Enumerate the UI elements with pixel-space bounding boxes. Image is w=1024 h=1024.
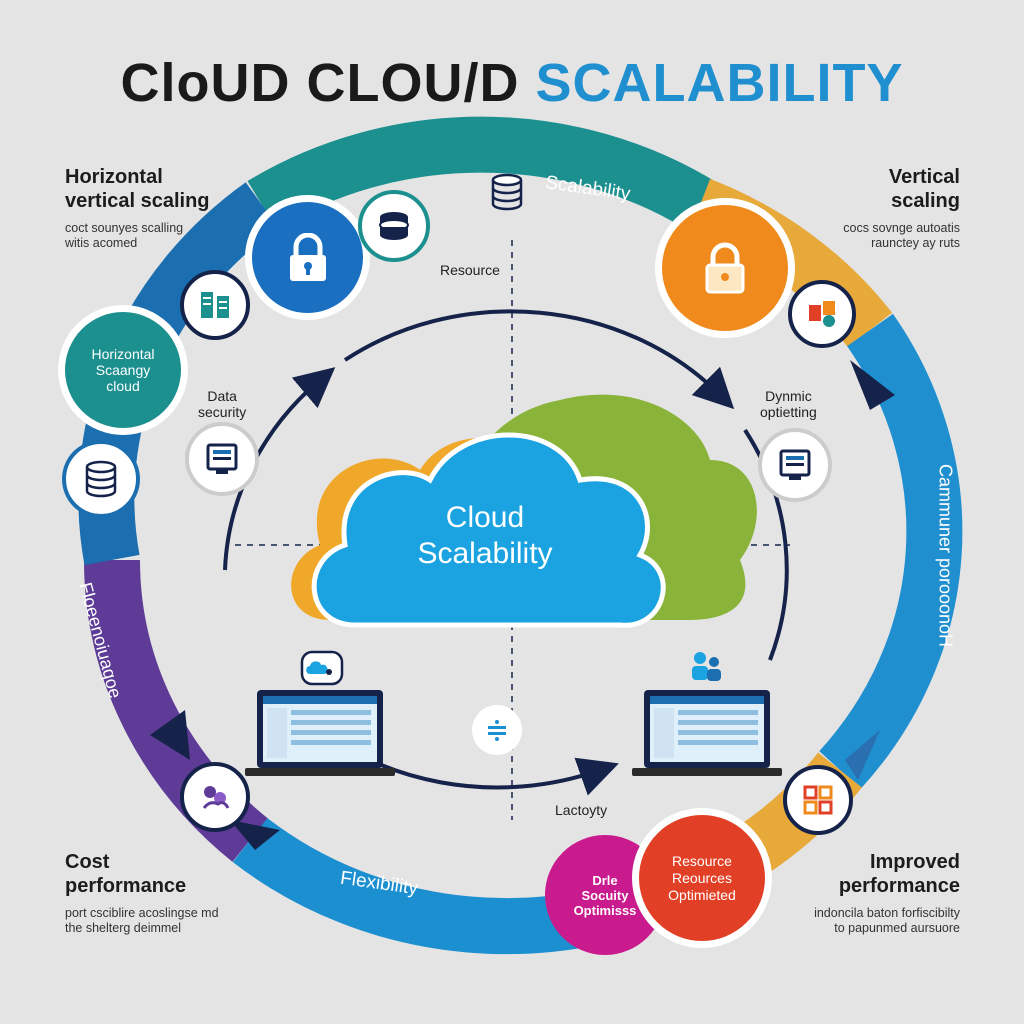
database-icon <box>379 212 409 240</box>
people-badge-right <box>788 280 856 348</box>
label-latency: Lactoyty <box>555 802 608 818</box>
org-badge-left <box>180 762 250 832</box>
ring-segment-blue-right <box>819 313 963 789</box>
monitor-icon <box>779 449 811 480</box>
database-icon-scalability <box>487 172 527 217</box>
inner-arrow-top <box>343 309 735 410</box>
title-part-1: CloUD CLOU/D <box>120 53 520 113</box>
center-cloud-text: Cloud Scalability <box>417 501 553 570</box>
lock-icon <box>705 242 745 294</box>
laptop-left <box>245 690 395 785</box>
ring-label-right: Cammuner porooonoH <box>935 463 956 648</box>
server-rack-icon <box>201 292 229 318</box>
label-dynamic: Dynmic optietting <box>760 388 817 420</box>
equals-icon <box>488 720 506 741</box>
server-rack-badge <box>180 270 250 340</box>
corner-top-left-sub: coct sounyes scalling witis acomed <box>65 221 184 250</box>
monitor-badge-right <box>758 428 832 502</box>
monitor-icon <box>206 443 238 474</box>
org-chart-icon <box>202 786 230 809</box>
corner-bottom-right-sub: indoncila baton forfiscibilty to papunme… <box>814 906 960 935</box>
corner-bottom-left-heading: Cost performance <box>65 851 187 897</box>
database-icon <box>85 460 117 498</box>
laptop-right <box>632 690 782 785</box>
org-badge-right <box>783 765 853 835</box>
corner-top-left-heading: Horizontal vertical scaling <box>65 166 210 212</box>
people-icon <box>809 301 835 327</box>
ring-arrow-bottom-left <box>230 820 280 850</box>
ring-arrow-bottom-right <box>845 730 880 780</box>
users-icon <box>692 652 721 681</box>
label-data-security: Data security <box>198 388 247 420</box>
ring-segment-teal <box>247 116 715 230</box>
cloud-blue <box>311 432 666 628</box>
corner-top-right-sub: cocs sovnge autoatis raunctey ay ruts <box>843 221 960 250</box>
cloud-network-icon <box>300 650 344 686</box>
orange-lock-badge <box>655 198 795 338</box>
corner-bottom-left-sub: port csciblire acoslingse md the shelter… <box>65 906 219 935</box>
database-icon <box>491 173 523 211</box>
corner-bottom-right-heading: Improved performance <box>838 851 960 897</box>
laptop-icon <box>632 690 782 776</box>
ring-arrow-right <box>850 360 895 410</box>
database-badge-left <box>62 440 140 518</box>
org-chart-icon <box>803 785 833 815</box>
ring-arrow-left <box>150 710 190 760</box>
security-lock-badge <box>245 195 370 320</box>
horizontal-scaling-badge: Horizontal Scaangy cloud <box>58 305 188 435</box>
page-title: CloUD CLOU/D SCALABILITY <box>0 52 1024 114</box>
resource-optimized-badge: Resource Reources Optimieted <box>632 808 772 948</box>
laptop-icon <box>245 690 395 776</box>
corner-top-right-heading: Vertical scaling <box>888 166 960 212</box>
center-cloud <box>291 394 757 628</box>
cloud-network-icon-wrap <box>300 650 344 691</box>
monitor-badge-left <box>185 422 259 496</box>
equals-badge <box>472 705 522 755</box>
title-part-2: SCALABILITY <box>535 53 904 113</box>
label-resource: Resource <box>440 262 500 278</box>
users-icon-wrap <box>688 650 724 689</box>
database-badge-top <box>358 190 430 262</box>
lock-icon <box>289 232 326 281</box>
